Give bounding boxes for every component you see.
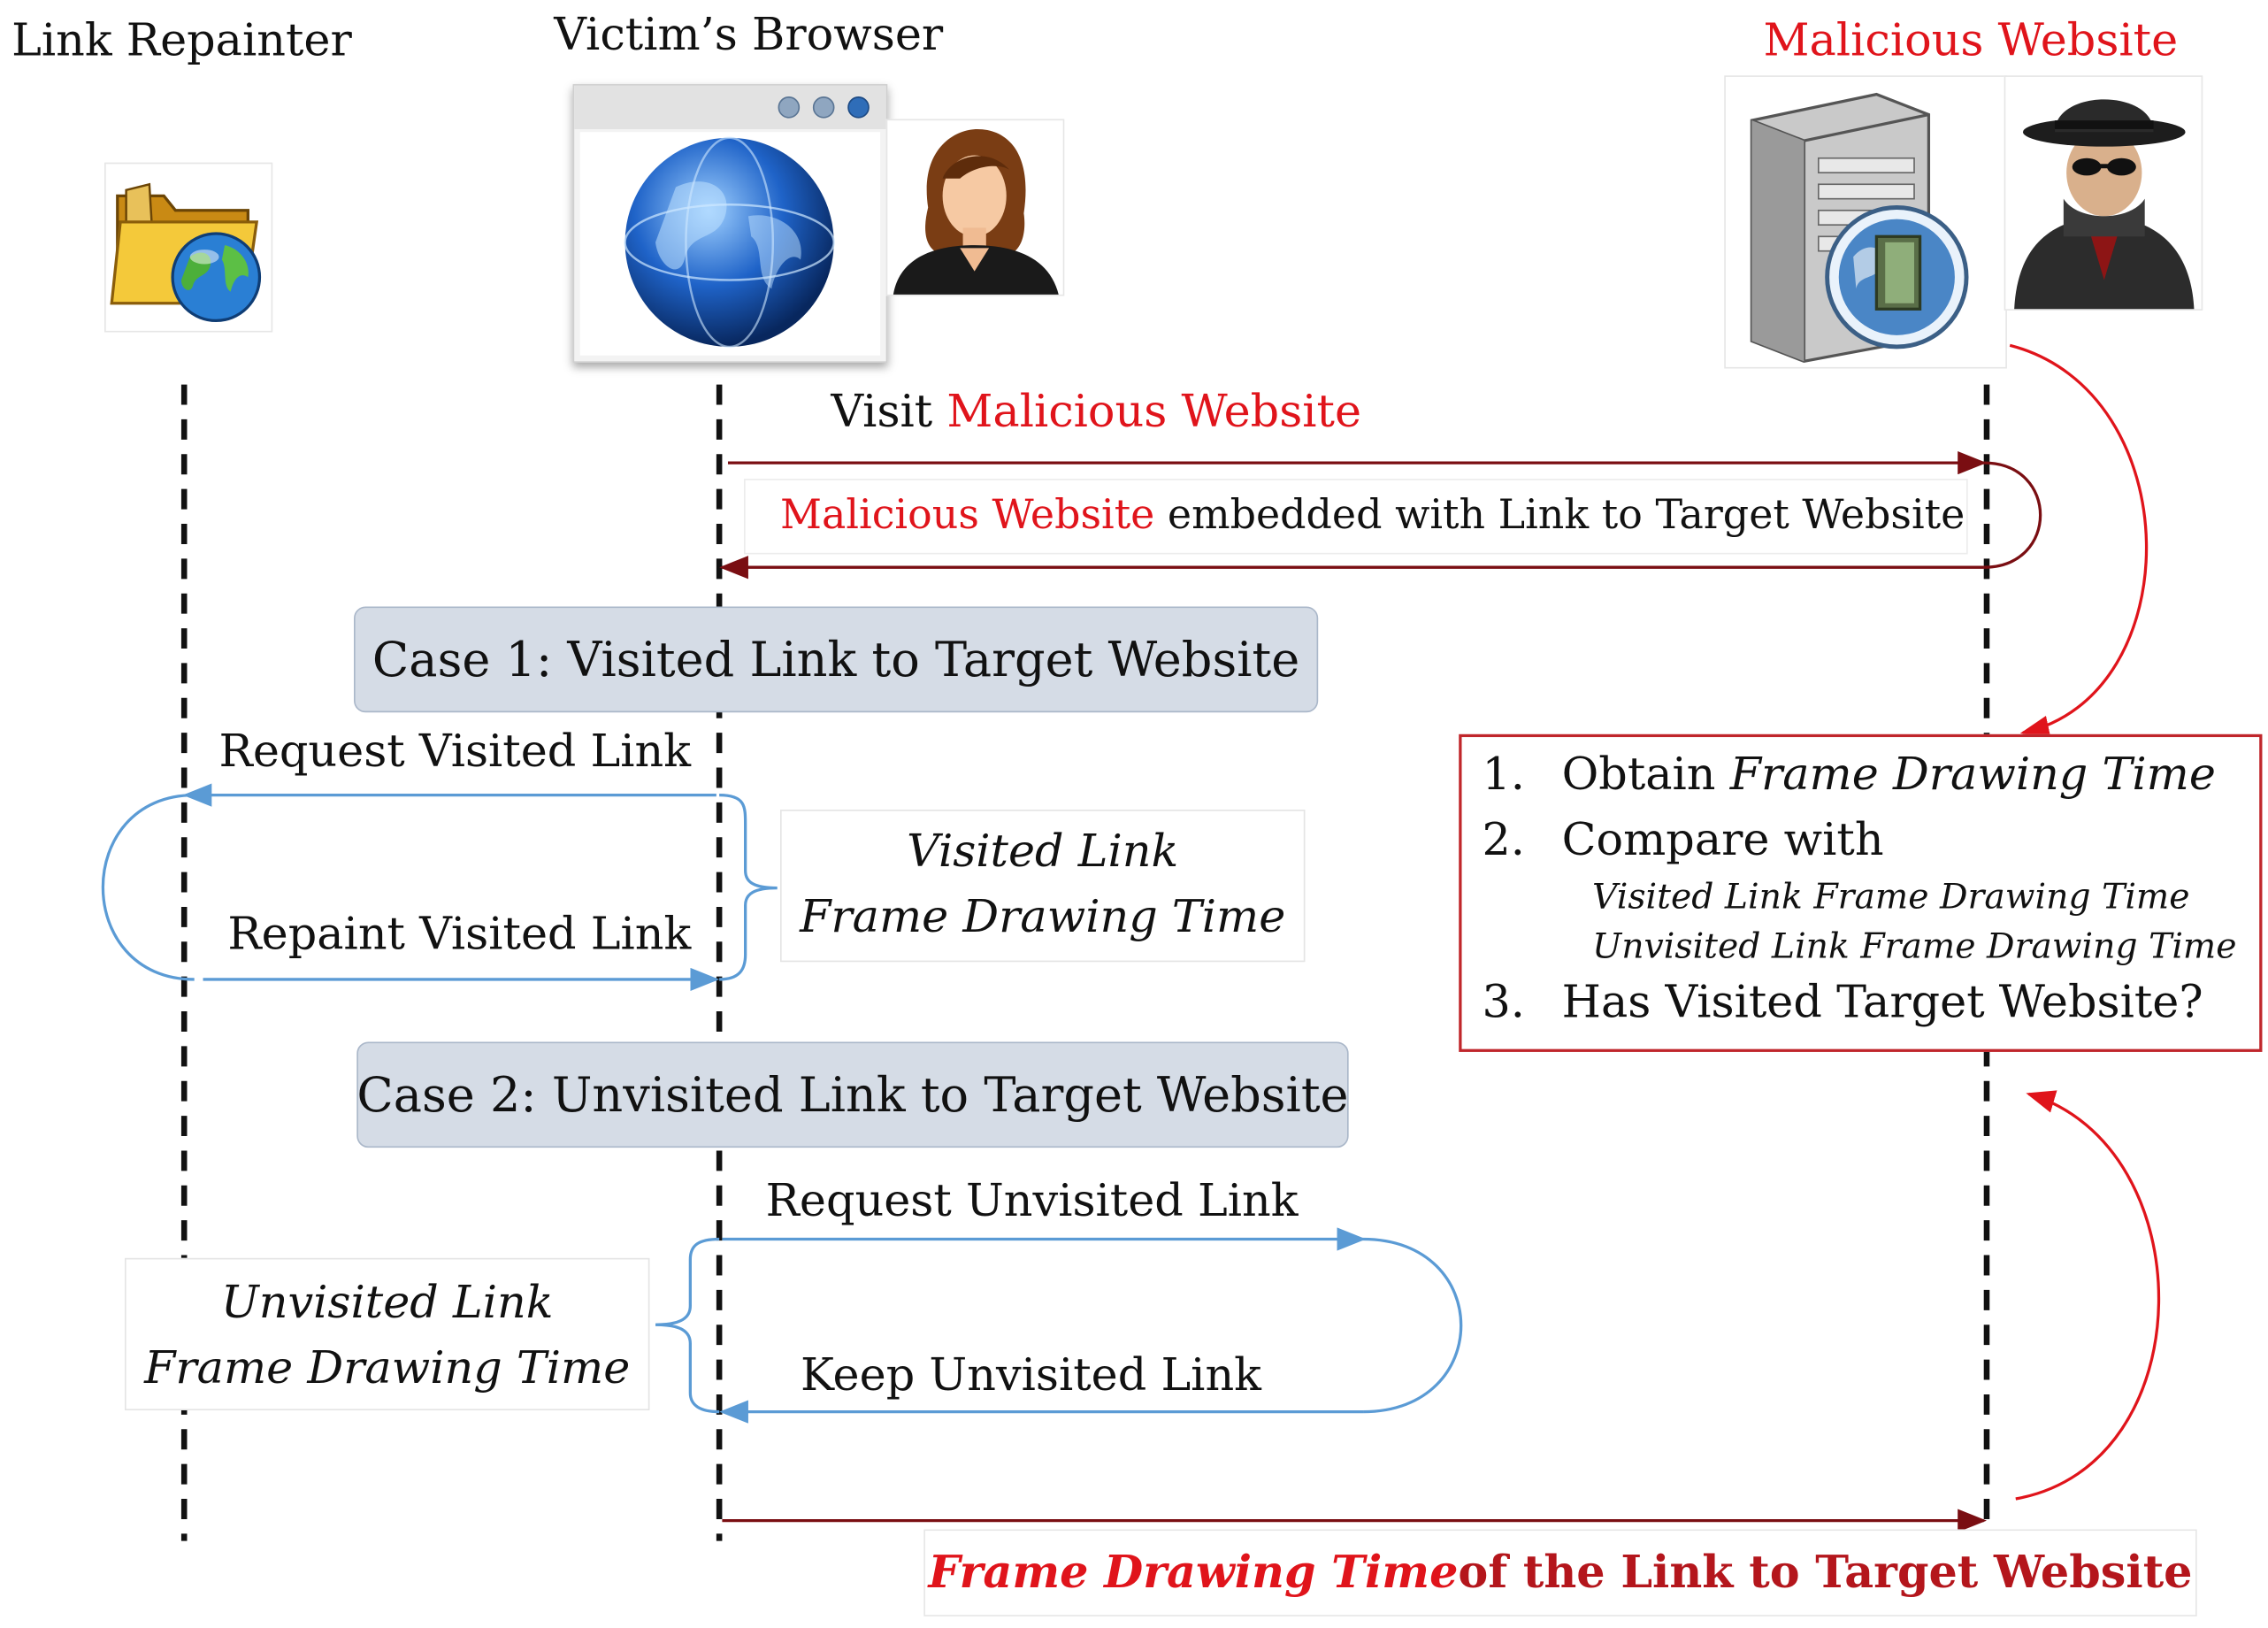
actor-link-repainter: Link Repainter [11,14,352,67]
embedded-message: Malicious Website embedded with Link to … [780,490,1965,538]
actor-malicious-website: Malicious Website [1763,14,2179,67]
visit-message: Visit Malicious Website [831,386,1361,438]
step1-text: Obtain [1561,749,1730,802]
step1-num: 1. [1482,749,1525,802]
repaint-visited-label: Repaint Visited Link [227,908,692,961]
visited-frame-time-note: Visited Link Frame Drawing Time [779,810,1306,963]
visit-target: Malicious Website [946,386,1362,439]
step2-num: 2. [1482,813,1525,867]
visit-prefix: Visit [831,386,947,439]
request-visited-label: Request Visited Link [218,725,692,778]
actor-victim-browser: Victim’s Browser [554,8,944,61]
unvisited-brace [655,1237,720,1414]
step3-num: 3. [1482,976,1525,1029]
red-curve-bottom [2015,1090,2161,1501]
folder-globe-icon [104,162,273,333]
step2-sub2: Unvisited Link Frame Drawing Time [1592,925,2237,967]
spy-icon [2004,75,2203,311]
red-curve-top [2009,343,2149,739]
case1-box: Case 1: Visited Link to Target Website [354,606,1319,713]
visited-brace [719,794,778,981]
case2-box: Case 2: Unvisited Link to Target Website [356,1041,1349,1148]
step1: Obtain Frame Drawing Time [1562,749,2216,801]
step2-text: Compare with [1561,813,1884,867]
server-icon [1724,75,2007,369]
unvisited-frame-time-note: Unvisited Link Frame Drawing Time [124,1257,650,1410]
embedded-suffix: embedded with Link to Target Website [1154,490,1965,539]
browser-unvisited-loop [1363,1237,1463,1414]
unvisited-note-line2: Frame Drawing Time [144,1341,631,1394]
embedded-message-box [744,479,1968,555]
result-rest: of the Link to Target Website [1458,1547,2193,1600]
result-italic: Frame Drawing Time [928,1547,1459,1600]
keep-unvisited-label: Keep Unvisited Link [800,1349,1261,1402]
step1-italic: Frame Drawing Time [1729,749,2216,802]
embedded-prefix: Malicious Website [779,490,1155,539]
step3-text: Has Visited Target Website? [1561,976,2203,1029]
user-woman-icon [885,119,1065,296]
result-label: Frame Drawing Time of the Link to Target… [923,1529,2197,1616]
repainter-loop [101,794,195,981]
unvisited-note-line1: Unvisited Link [220,1277,554,1330]
website-self-loop [1983,461,2042,569]
visited-note-line2: Frame Drawing Time [800,890,1286,943]
visited-note-line1: Visited Link [907,826,1179,879]
step2-sub1: Visited Link Frame Drawing Time [1592,876,2190,918]
request-unvisited-label: Request Unvisited Link [765,1175,1299,1228]
browser-globe-icon [572,84,888,363]
steps-box [1459,733,2263,1052]
